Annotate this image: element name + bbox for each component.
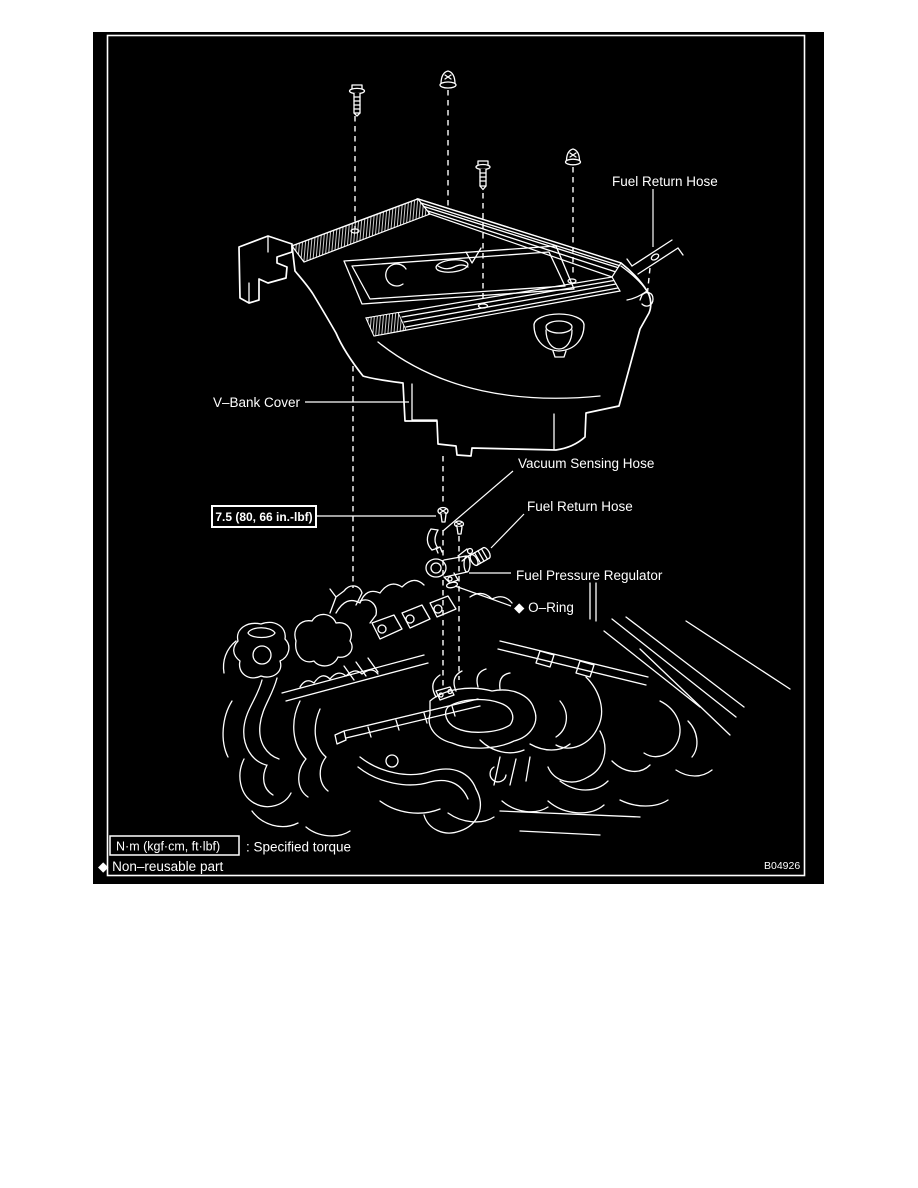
o-ring-label: ◆ O–Ring [514, 600, 574, 615]
figure-frame: Fuel Return Hose V–Bank Cover 7.5 (80, 6… [93, 32, 824, 884]
cover-bracket [238, 235, 293, 304]
engine-drawing [222, 579, 791, 837]
fuel-pressure-regulator-drawing [425, 546, 474, 584]
hose-hook [639, 291, 654, 307]
v-bank-cover-label: V–Bank Cover [213, 395, 301, 410]
regulator-bolt-1 [437, 506, 449, 523]
cover-clip-2 [564, 148, 582, 166]
legend: N·m (kgf·cm, ft·lbf) : Specified torque … [98, 835, 351, 874]
fuel-return-hose-top-label: Fuel Return Hose [612, 174, 718, 189]
fuel-return-hose-mid-label: Fuel Return Hose [527, 499, 633, 514]
cover-cap-recess [533, 313, 585, 358]
torque-spec-label: 7.5 (80, 66 in.-lbf) [215, 510, 312, 524]
vacuum-sensing-hose-label: Vacuum Sensing Hose [518, 456, 654, 471]
leader-lines [305, 189, 654, 607]
legend-torque-meaning-label: : Specified torque [246, 840, 351, 855]
cover-screw-2 [475, 160, 491, 191]
diagram-border [106, 34, 806, 877]
fuel-pressure-regulator-label: Fuel Pressure Regulator [516, 568, 663, 583]
cover-clip-1 [439, 70, 457, 89]
torque-spec-box [211, 505, 317, 528]
torque-spec-callout: 7.5 (80, 66 in.-lbf) [211, 505, 317, 528]
o-ring-drawing [445, 581, 459, 589]
fuel-return-hose-fitting-drawing [469, 546, 491, 567]
fuel-return-hose-top-drawing [626, 239, 684, 275]
legend-torque-box [109, 835, 240, 856]
v-bank-cover-drawing [238, 197, 654, 457]
alignment-dashed-lines [352, 90, 651, 688]
figure-code: B04926 [764, 860, 800, 872]
cover-logo [385, 247, 482, 287]
vacuum-hose-drawing [426, 528, 439, 551]
exploded-view-diagram: Fuel Return Hose V–Bank Cover 7.5 (80, 6… [98, 34, 806, 877]
legend-torque-unit-label: N·m (kgf·cm, ft·lbf) [116, 840, 220, 854]
regulator-bolt-2 [453, 520, 465, 535]
cover-screw-1 [348, 84, 366, 117]
legend-non-reusable-label: ◆ Non–reusable part [98, 859, 223, 874]
